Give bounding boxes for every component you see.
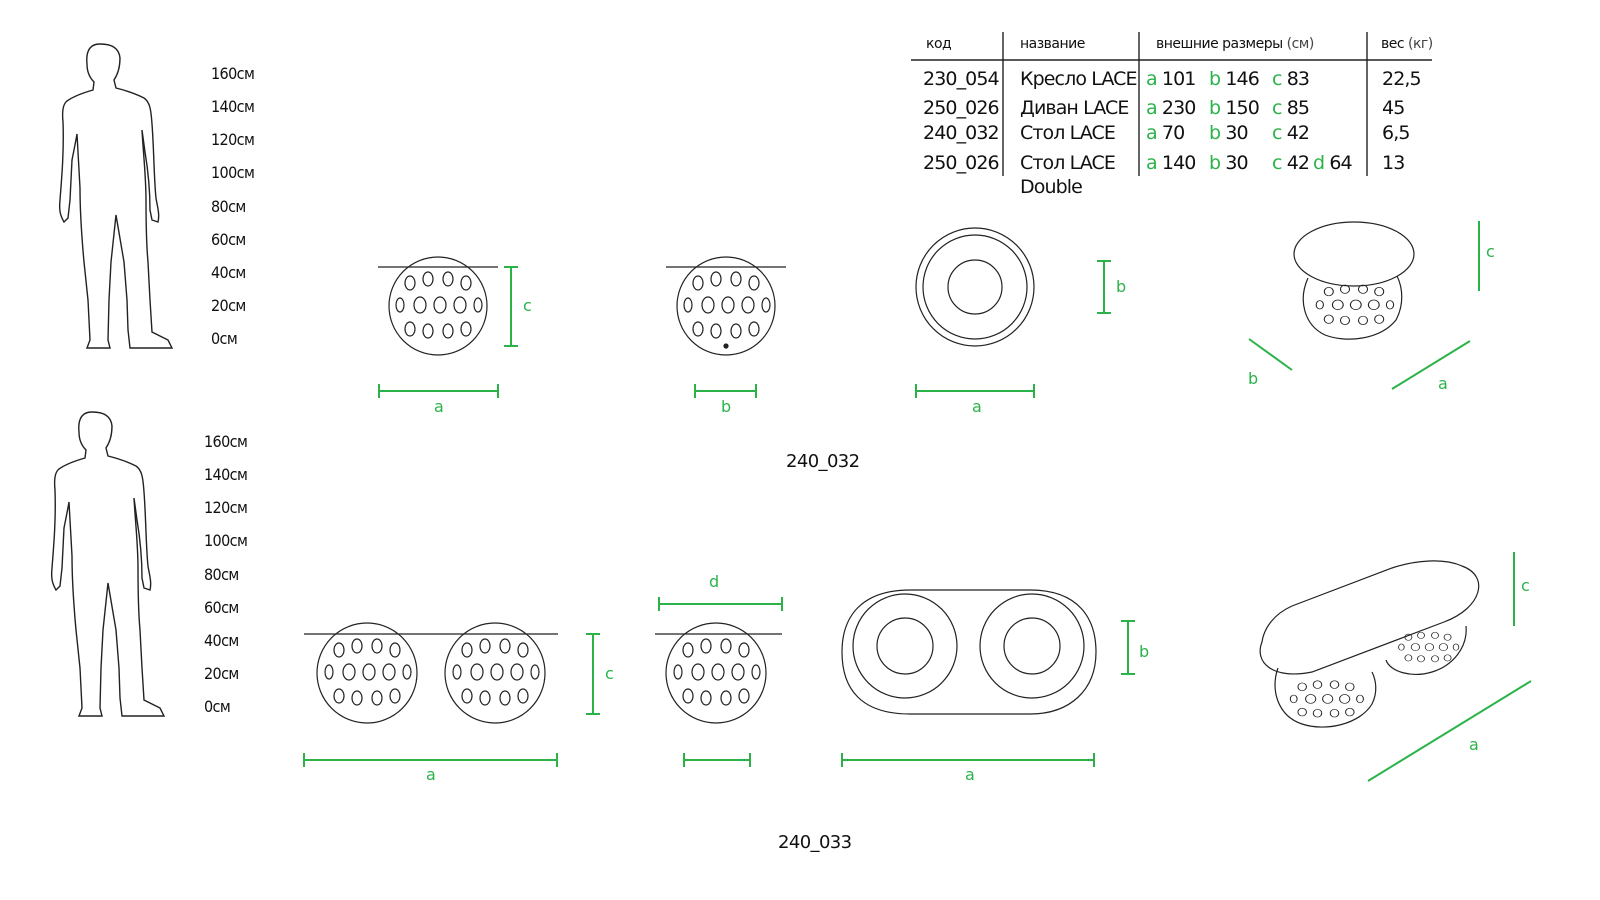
row-code: 240_032 <box>923 122 1000 144</box>
caption-top-model: 240_032 <box>786 451 860 472</box>
header-weight: вес (кг) <box>1381 36 1433 52</box>
dim-label-b: b <box>721 397 732 416</box>
row-weight: 22,5 <box>1382 68 1422 90</box>
row-dim-b: b 30 <box>1209 152 1249 174</box>
scale-label: 160см <box>204 432 248 451</box>
scale-label: 60см <box>211 230 246 249</box>
dimension-lines <box>303 221 1532 782</box>
row-name: Диван LACE <box>1020 97 1129 119</box>
header-name: название <box>1020 36 1085 52</box>
header-dimensions: внешние размеры (см) <box>1156 36 1314 52</box>
row-weight: 6,5 <box>1382 122 1410 144</box>
dim-label-b: b <box>1116 277 1127 296</box>
dim-label-c: c <box>605 664 614 683</box>
scale-label: 20см <box>211 296 246 315</box>
dim-label-c: c <box>1486 242 1495 261</box>
scale-label: 0см <box>211 329 238 348</box>
dim-label-b: b <box>1248 369 1259 388</box>
row-code: 250_026 <box>923 152 1000 174</box>
scale-label: 40см <box>204 631 239 650</box>
scale-label: 120см <box>211 130 255 149</box>
row-dim-c: c 42 <box>1272 122 1310 144</box>
dim-label-a: a <box>434 397 444 416</box>
human-silhouette-top <box>58 43 173 349</box>
scale-label: 40см <box>211 263 246 282</box>
row-dim-b: b 30 <box>1209 122 1249 144</box>
dim-label-a: a <box>972 397 982 416</box>
scale-label: 100см <box>204 531 248 550</box>
human-silhouette-bottom <box>50 411 165 717</box>
row-dim-d: d 64 <box>1313 152 1353 174</box>
scale-label: 80см <box>204 565 239 584</box>
row-dim-a: a 140 <box>1146 152 1196 174</box>
scale-label: 140см <box>211 97 255 116</box>
row-code: 250_026 <box>923 97 1000 119</box>
dim-label-c: c <box>1521 576 1530 595</box>
dim-label-d: d <box>709 572 720 591</box>
scale-label: 160см <box>211 64 255 83</box>
row-name: Кресло LACE <box>1020 68 1137 90</box>
caption-bottom-model: 240_033 <box>778 832 852 853</box>
row-dim-c: c 85 <box>1272 97 1310 119</box>
dim-label-c: c <box>523 296 532 315</box>
scale-label: 100см <box>211 163 255 182</box>
scale-label: 0см <box>204 697 231 716</box>
dim-label-a: a <box>965 765 975 784</box>
row-dim-c: c 83 <box>1272 68 1310 90</box>
row-dim-b: b 150 <box>1209 97 1260 119</box>
scale-label: 120см <box>204 498 248 517</box>
row-weight: 45 <box>1382 97 1405 119</box>
dim-label-a: a <box>426 765 436 784</box>
row-dim-a: a 230 <box>1146 97 1196 119</box>
scale-label: 80см <box>211 197 246 216</box>
dim-label-b: b <box>1139 642 1150 661</box>
row-dim-c: c 42 <box>1272 152 1310 174</box>
row-code: 230_054 <box>923 68 1000 90</box>
row-name: Стол LACE <box>1020 152 1116 174</box>
scale-label: 20см <box>204 664 239 683</box>
row-name-line2: Double <box>1020 176 1083 198</box>
dim-label-a: a <box>1469 735 1479 754</box>
row-dim-a: a 101 <box>1146 68 1196 90</box>
row-weight: 13 <box>1382 152 1405 174</box>
row-dim-b: b 146 <box>1209 68 1260 90</box>
scale-label: 60см <box>204 598 239 617</box>
header-code: код <box>926 36 952 52</box>
table-lines <box>911 32 1432 176</box>
row-name: Стол LACE <box>1020 122 1116 144</box>
scale-label: 140см <box>204 465 248 484</box>
row-dim-a: a 70 <box>1146 122 1185 144</box>
dim-label-a: a <box>1438 374 1448 393</box>
